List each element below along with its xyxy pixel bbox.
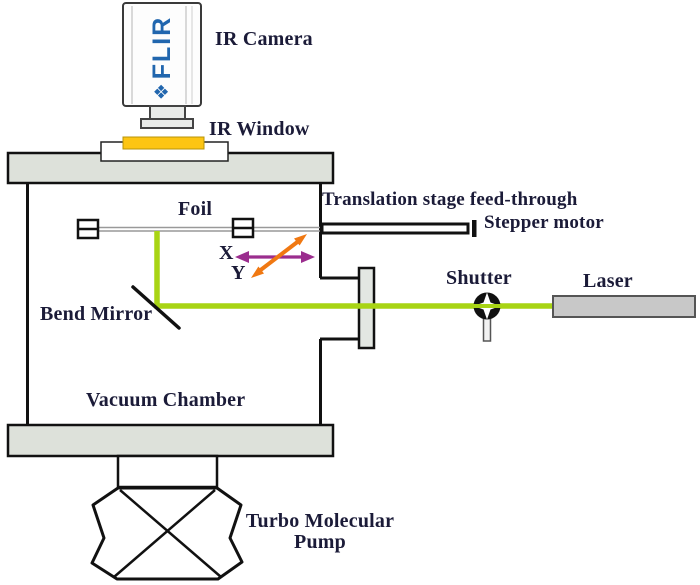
laser-head [552,295,696,318]
y-axis-arrowhead-bottom [251,266,264,278]
x-axis-label: X [219,242,234,264]
laser-label: Laser [583,270,633,292]
flir-logo: ❖ FLIR [147,8,177,108]
camera-lens-plate [140,118,194,129]
ir-window-glass [122,136,205,150]
bottom-flange [6,423,335,458]
pump-neck [116,454,219,489]
translation-stage-rod [320,222,470,235]
ir-window-label: IR Window [209,118,310,140]
x-axis-arrowhead-right [301,251,315,263]
flir-logo-text: FLIR [147,15,176,80]
shutter-label: Shutter [446,267,512,289]
ir-camera-label: IR Camera [215,28,313,50]
foil-label: Foil [178,198,213,220]
bend-mirror-line [131,285,181,330]
flir-chevron-icon: ❖ [151,83,173,101]
bend-mirror-label: Bend Mirror [40,303,153,325]
y-axis-arrow-shaft [256,238,302,274]
pump-cross-line [119,489,222,578]
stepper-motor-shaft-end [472,220,477,237]
turbo-pump-label: Turbo Molecular Pump [235,511,405,553]
stepper-motor-label: Stepper motor [484,212,604,233]
pump-cross-line [113,489,216,578]
turbo-pump-label-line2: Pump [294,531,346,553]
y-axis-label: Y [231,262,246,284]
turbo-pump-label-line1: Turbo Molecular [245,510,395,532]
y-axis-arrowhead-top [294,234,307,246]
turbo-pump-body [90,486,244,581]
x-axis-arrowhead-left [235,251,249,263]
vacuum-chamber-label: Vacuum Chamber [86,389,246,411]
shutter-stem [482,317,492,342]
translation-stage-label: Translation stage feed-through [322,189,578,210]
